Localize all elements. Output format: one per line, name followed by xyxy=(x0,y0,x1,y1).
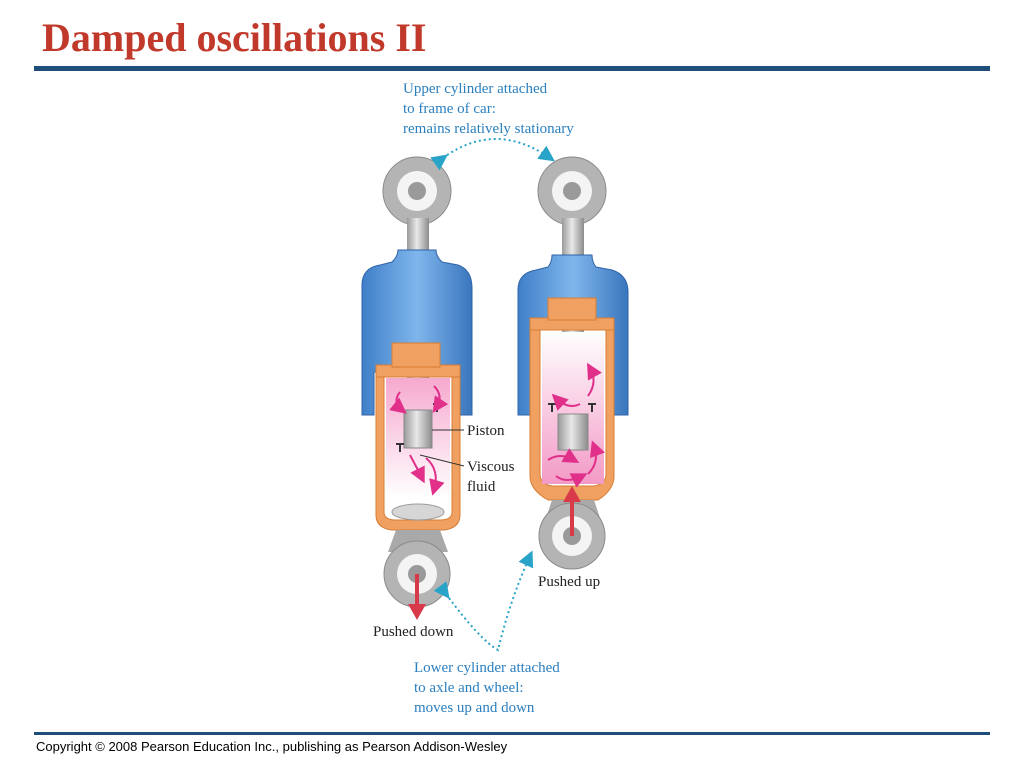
upper-dotted-connector xyxy=(430,138,555,171)
lower-caption-line-3: moves up and down xyxy=(414,700,535,716)
slide-title: Damped oscillations II xyxy=(42,15,427,60)
upper-caption-line-3: remains relatively stationary xyxy=(403,121,574,137)
upper-caption-line-1: Upper cylinder attached xyxy=(403,81,548,97)
left-shock-absorber xyxy=(361,156,473,620)
left-piston-head xyxy=(403,409,433,449)
footer-rule xyxy=(34,732,990,735)
viscous-leader-line xyxy=(419,454,465,467)
pushed-up-label: Pushed up xyxy=(538,574,600,590)
left-outer-cylinder xyxy=(361,249,473,416)
piston-label: Piston xyxy=(467,423,505,439)
upper-caption-line-2: to frame of car: xyxy=(403,101,496,117)
lower-dotted-connector xyxy=(433,550,534,652)
right-piston-head xyxy=(557,413,589,451)
right-outer-cylinder xyxy=(517,254,629,416)
viscous-label-line-2: fluid xyxy=(467,479,496,495)
copyright-footer: Copyright © 2008 Pearson Education Inc.,… xyxy=(36,739,508,754)
lower-caption-line-1: Lower cylinder attached xyxy=(414,660,560,676)
lower-caption-line-2: to axle and wheel: xyxy=(414,680,524,696)
title-rule xyxy=(34,66,990,71)
viscous-label-line-1: Viscous xyxy=(467,459,515,475)
pushed-down-label: Pushed down xyxy=(373,624,454,640)
right-shock-absorber xyxy=(517,156,629,570)
